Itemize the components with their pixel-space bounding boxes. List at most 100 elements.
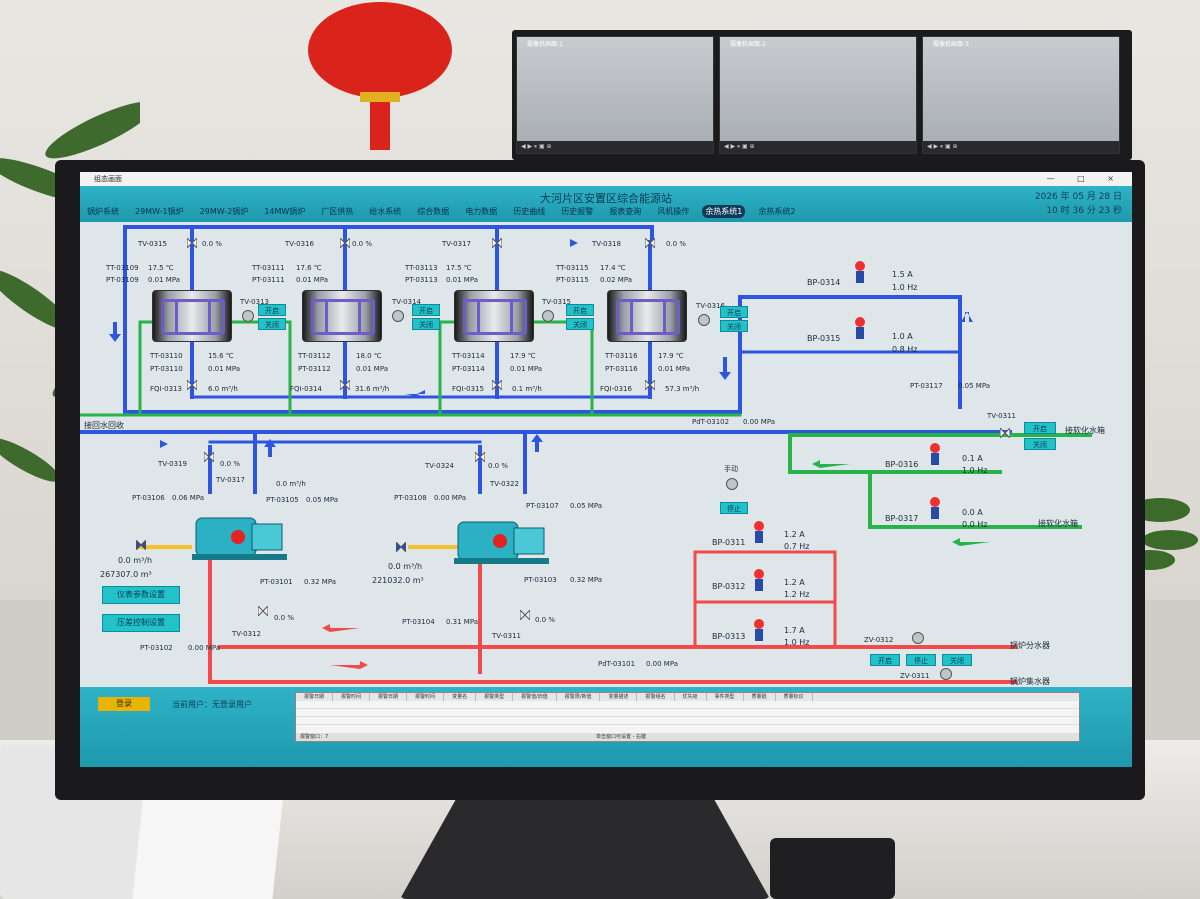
camera-feed-2[interactable]: 摄像机画面-2 ◀ ▶ ⏸ ▣ ⊕	[719, 36, 917, 154]
valve-icon[interactable]	[396, 542, 406, 552]
alarm-column-header[interactable]: 报警类型	[476, 693, 514, 701]
alarm-column-header[interactable]: 报警时间	[407, 693, 445, 701]
pt-03108-value: 0.00 MPa	[434, 494, 467, 502]
nav-item[interactable]: 综合数据	[417, 207, 450, 216]
camera-feed-1[interactable]: 摄像机画面-1 ◀ ▶ ⏸ ▣ ⊕	[516, 36, 714, 154]
motor-valve-icon	[912, 632, 924, 644]
pump-icon[interactable]	[928, 496, 942, 522]
valve-icon[interactable]	[340, 380, 350, 390]
alarm-column-header[interactable]: 质量标识	[776, 693, 813, 701]
pt-03114-value: 0.01 MPa	[510, 365, 543, 373]
pdt-03102-tag: PdT-03102	[692, 418, 730, 426]
tt-03114-value: 17.9 ℃	[510, 352, 536, 360]
heat-exchanger-4[interactable]	[607, 290, 687, 342]
nav-item[interactable]: 余热系统2	[758, 207, 796, 216]
manual-stop-button[interactable]: 停止	[720, 502, 748, 514]
cctv-monitor: 摄像机画面-1 ◀ ▶ ⏸ ▣ ⊕ 摄像机画面-2 ◀ ▶ ⏸ ▣ ⊕ 摄像机画…	[512, 30, 1132, 160]
valve-icon[interactable]	[136, 540, 146, 550]
zv-0312-open-button[interactable]: 开启	[870, 654, 900, 666]
valve-icon[interactable]	[645, 380, 655, 390]
valve-icon[interactable]	[492, 380, 502, 390]
tv-0316-open-button[interactable]: 开启	[720, 306, 748, 318]
valve-icon[interactable]	[520, 610, 530, 620]
pump-icon[interactable]	[752, 568, 766, 594]
nav-item[interactable]: 余热系统1	[702, 205, 746, 218]
alarm-table[interactable]: 报警日期报警时间报警日期报警时间变量名报警类型报警值/旧值报警限/新值变量描述报…	[295, 692, 1080, 742]
bp-0315-tag: BP-0315	[807, 334, 841, 343]
login-button[interactable]: 登录	[98, 697, 150, 711]
valve-icon[interactable]	[204, 452, 214, 462]
nav-item[interactable]: 厂区供热	[321, 207, 354, 216]
tt-03109-tag: TT-03109	[106, 264, 139, 272]
alarm-column-header[interactable]: 报警限/新值	[557, 693, 601, 701]
tv-0311-open-button[interactable]: 开启	[1024, 422, 1056, 434]
valve-icon[interactable]	[1000, 428, 1010, 438]
alarm-column-header[interactable]: 事件类型	[707, 693, 744, 701]
valve-icon[interactable]	[187, 380, 197, 390]
nav-item[interactable]: 历史曲线	[513, 207, 546, 216]
table-row[interactable]	[296, 717, 1079, 725]
alarm-column-header[interactable]: 变量描述	[600, 693, 638, 701]
pump-icon[interactable]	[752, 520, 766, 546]
valve-icon[interactable]	[492, 238, 502, 248]
zv-0312-stop-button[interactable]: 停止	[906, 654, 936, 666]
tv-0311-close-button[interactable]: 关闭	[1024, 438, 1056, 450]
boiler-collect-label: 锅炉集水器	[1010, 677, 1050, 686]
heat-exchanger-2[interactable]	[302, 290, 382, 342]
valve-icon[interactable]	[645, 238, 655, 248]
nav-item[interactable]: 风机操作	[657, 207, 690, 216]
tv-0314-open-button[interactable]: 开启	[412, 304, 440, 316]
zv-0312-close-button[interactable]: 关闭	[942, 654, 972, 666]
nav-item[interactable]: 电力数据	[465, 207, 498, 216]
manual-label: 手动	[724, 465, 738, 473]
alarm-column-header[interactable]: 报警日期	[370, 693, 408, 701]
tv-0313-open-button[interactable]: 开启	[258, 304, 286, 316]
tv-0313-close-button[interactable]: 关闭	[258, 318, 286, 330]
pump-icon[interactable]	[928, 442, 942, 468]
alarm-column-header[interactable]: 报警值/旧值	[513, 693, 557, 701]
tt-03112-tag: TT-03112	[298, 352, 331, 360]
pump-icon[interactable]	[853, 316, 867, 342]
table-row[interactable]	[296, 709, 1079, 717]
nav-item[interactable]: 历史报警	[561, 207, 594, 216]
alarm-column-header[interactable]: 质量戳	[744, 693, 776, 701]
circulation-pump-icon[interactable]	[454, 514, 549, 566]
instrument-settings-button[interactable]: 仪表参数设置	[102, 586, 180, 604]
alarm-column-header[interactable]: 报警时间	[333, 693, 371, 701]
camera-feed-3[interactable]: 摄像机画面-3 ◀ ▶ ⏸ ▣ ⊕	[922, 36, 1120, 154]
alarm-column-header[interactable]: 优先级	[675, 693, 707, 701]
pt-03109-tag: PT-03109	[106, 276, 139, 284]
tv-0322-tag: TV-0322	[490, 480, 519, 488]
pt-03106-tag: PT-03106	[132, 494, 165, 502]
alarm-column-header[interactable]: 报警日期	[296, 693, 334, 701]
nav-item[interactable]: 29MW-1锅炉	[135, 207, 184, 216]
nav-item[interactable]: 29MW-2锅炉	[199, 207, 249, 216]
table-row[interactable]	[296, 701, 1079, 709]
valve-icon[interactable]	[340, 238, 350, 248]
pump-icon[interactable]	[853, 260, 867, 286]
time-text: 10 时 36 分 23 秒	[1046, 206, 1122, 216]
pump-icon[interactable]	[752, 618, 766, 644]
tv-0315-open-button[interactable]: 开启	[566, 304, 594, 316]
alarm-column-header[interactable]: 报警组名	[637, 693, 675, 701]
window-title: 组态画面	[94, 175, 122, 183]
window-controls[interactable]: — □ ×	[1046, 174, 1124, 183]
tt-03111-value: 17.6 ℃	[296, 264, 322, 272]
nav-item[interactable]: 给水系统	[369, 207, 402, 216]
valve-icon[interactable]	[187, 238, 197, 248]
circulation-pump-icon[interactable]	[192, 510, 287, 562]
right-meter-total: 221032.0 m³	[372, 576, 424, 585]
nav-item[interactable]: 锅炉系统	[87, 207, 119, 216]
gauge-icon	[542, 310, 554, 322]
diff-pressure-settings-button[interactable]: 压差控制设置	[102, 614, 180, 632]
valve-icon[interactable]	[258, 606, 268, 616]
heat-exchanger-1[interactable]	[152, 290, 232, 342]
tv-0314-close-button[interactable]: 关闭	[412, 318, 440, 330]
tv-0315-close-button[interactable]: 关闭	[566, 318, 594, 330]
heat-exchanger-3[interactable]	[454, 290, 534, 342]
tv-0316-close-button[interactable]: 关闭	[720, 320, 748, 332]
alarm-column-header[interactable]: 变量名	[444, 693, 477, 701]
nav-item[interactable]: 14MW锅炉	[264, 207, 306, 216]
nav-item[interactable]: 报表查询	[609, 207, 642, 216]
valve-icon[interactable]	[475, 452, 485, 462]
